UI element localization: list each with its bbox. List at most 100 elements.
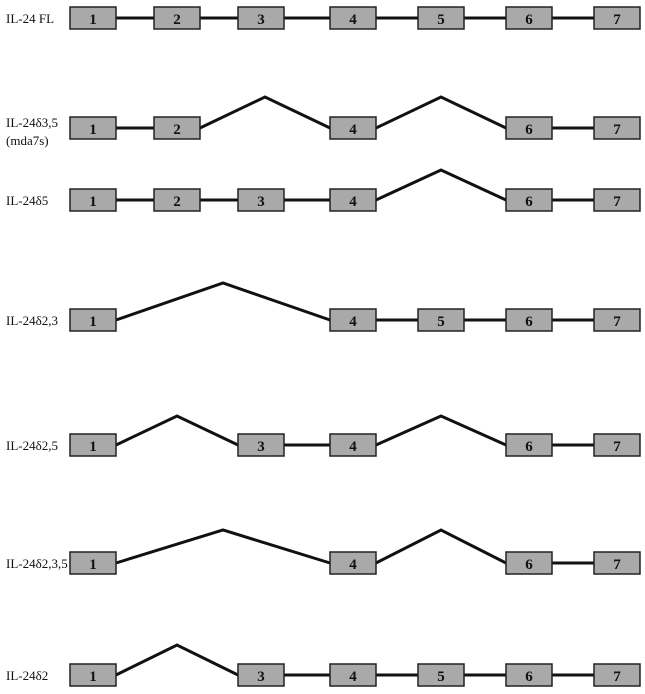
exon-number: 7 — [613, 194, 621, 210]
exon-box — [69, 188, 117, 212]
exon-number: 1 — [89, 122, 97, 138]
exon-number: 6 — [525, 12, 533, 28]
exon-box — [593, 551, 641, 575]
isoform-row: IL-24δ2,3,5 1 4 6 7 — [6, 528, 641, 575]
isoform-label: IL-24δ2,3 — [6, 313, 58, 328]
exon-number: 4 — [349, 314, 357, 330]
exon-box — [505, 116, 553, 140]
exon-number: 4 — [349, 12, 357, 28]
isoform-row: IL-24δ2 1 3 4 5 6 7 — [6, 643, 641, 687]
exon-box — [329, 433, 377, 457]
exon-number: 3 — [257, 439, 265, 455]
exon-box — [505, 6, 553, 30]
exon-number: 1 — [89, 314, 97, 330]
exon-box — [593, 116, 641, 140]
exon-box — [329, 551, 377, 575]
isoform-label: IL-24δ2,3,5 — [6, 556, 68, 571]
exon-box — [69, 551, 117, 575]
splice-junction — [115, 281, 331, 322]
exon-box — [505, 433, 553, 457]
exon-number: 2 — [173, 122, 181, 138]
splice-junction — [375, 528, 507, 565]
exon-box — [505, 663, 553, 687]
exon-number: 1 — [89, 12, 97, 28]
exon-box — [329, 6, 377, 30]
exon-number: 6 — [525, 669, 533, 685]
exon-number: 7 — [613, 314, 621, 330]
exon-number: 6 — [525, 314, 533, 330]
exon-box — [153, 188, 201, 212]
exon-box — [329, 663, 377, 687]
exon-number: 1 — [89, 194, 97, 210]
exon-box — [237, 433, 285, 457]
exon-number: 4 — [349, 669, 357, 685]
isoform-label: IL-24δ3,5 — [6, 115, 58, 130]
splice-junction — [115, 643, 239, 677]
exon-number: 6 — [525, 122, 533, 138]
exon-box — [593, 188, 641, 212]
exon-box — [69, 663, 117, 687]
isoform-label: IL-24δ5 — [6, 193, 48, 208]
exon-box — [505, 551, 553, 575]
exon-number: 1 — [89, 439, 97, 455]
exon-box — [237, 188, 285, 212]
exon-box — [237, 6, 285, 30]
isoform-note: (mda7s) — [6, 133, 49, 148]
isoform-label: IL-24 FL — [6, 11, 54, 26]
isoform-row: IL-24δ2,5 1 3 4 6 7 — [6, 414, 641, 457]
exon-box — [69, 6, 117, 30]
exon-box — [593, 308, 641, 332]
exon-number: 1 — [89, 557, 97, 573]
exon-box — [417, 308, 465, 332]
exon-number: 7 — [613, 669, 621, 685]
isoform-row: IL-24δ2,3 1 4 5 6 7 — [6, 281, 641, 332]
exon-number: 6 — [525, 439, 533, 455]
exon-box — [153, 116, 201, 140]
exon-box — [417, 663, 465, 687]
exon-box — [593, 663, 641, 687]
exon-box — [505, 308, 553, 332]
exon-box — [69, 433, 117, 457]
exon-number: 1 — [89, 669, 97, 685]
exon-number: 3 — [257, 669, 265, 685]
exon-number: 2 — [173, 194, 181, 210]
isoform-row: IL-24δ3,5 (mda7s) 1 2 4 6 7 — [6, 95, 641, 148]
exon-number: 5 — [437, 314, 445, 330]
exon-number: 6 — [525, 194, 533, 210]
splice-junction — [199, 95, 331, 130]
exon-number: 4 — [349, 439, 357, 455]
splice-junction — [375, 168, 507, 202]
exon-box — [329, 188, 377, 212]
splice-junction — [115, 414, 239, 447]
exon-box — [417, 6, 465, 30]
exon-box — [153, 6, 201, 30]
exon-number: 7 — [613, 439, 621, 455]
exon-box — [505, 188, 553, 212]
exon-number: 4 — [349, 122, 357, 138]
exon-box — [69, 308, 117, 332]
exon-box — [593, 433, 641, 457]
exon-box — [593, 6, 641, 30]
splice-junction — [375, 95, 507, 130]
exon-number: 7 — [613, 12, 621, 28]
exon-number: 4 — [349, 557, 357, 573]
splice-junction — [115, 528, 331, 565]
exon-box — [69, 116, 117, 140]
isoform-label: IL-24δ2,5 — [6, 438, 58, 453]
exon-box — [329, 116, 377, 140]
exon-number: 5 — [437, 669, 445, 685]
exon-number: 7 — [613, 557, 621, 573]
exon-box — [237, 663, 285, 687]
exon-number: 3 — [257, 194, 265, 210]
exon-number: 5 — [437, 12, 445, 28]
exon-number: 4 — [349, 194, 357, 210]
exon-box — [329, 308, 377, 332]
isoform-row: IL-24δ5 1 2 3 4 6 7 — [6, 168, 641, 212]
splice-junction — [375, 414, 507, 447]
exon-number: 7 — [613, 122, 621, 138]
exon-number: 2 — [173, 12, 181, 28]
exon-number: 6 — [525, 557, 533, 573]
isoform-label: IL-24δ2 — [6, 668, 48, 683]
